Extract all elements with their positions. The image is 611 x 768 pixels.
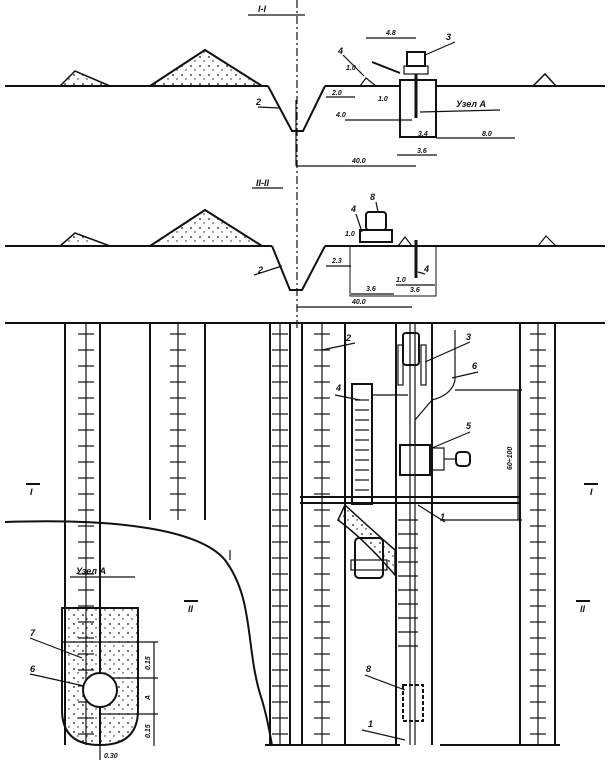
section-2: II-II 1.0 2.3 3.6 1.0 3.6 40.0 2 4 8 4 <box>5 0 605 330</box>
leader <box>424 41 456 56</box>
trench <box>271 245 326 291</box>
plan-label-3: 3 <box>466 332 471 342</box>
leader <box>253 265 283 276</box>
spoil-chute <box>337 503 396 578</box>
break-line <box>4 520 273 746</box>
leader <box>424 341 471 363</box>
dim-3-6: 3.6 <box>417 148 427 155</box>
dim-3-4: 3.4 <box>418 131 428 138</box>
spoil-mound <box>146 208 266 247</box>
mound-right <box>536 235 558 247</box>
spoil-strips <box>64 322 556 745</box>
mound-right <box>531 72 558 87</box>
section-1: I-I 4.8 1.0 2.0 1.0 4.0 3.4 3.6 8.0 40.0 <box>5 4 605 167</box>
machine-8-plan <box>402 684 424 722</box>
spoil-mound <box>146 48 266 87</box>
machine-3-plan <box>402 332 420 366</box>
section-1-title: I-I <box>258 4 266 14</box>
leader <box>342 54 365 77</box>
leader <box>361 729 406 741</box>
dim-60-100: 60÷100 <box>507 447 514 470</box>
track <box>397 344 404 386</box>
dim-1-0-b: 1.0 <box>378 96 388 103</box>
excavator-tracks <box>350 559 388 571</box>
dim-1-0: 1.0 <box>345 231 355 238</box>
dim-40-0: 40.0 <box>351 299 366 306</box>
section-mark-1-left: I <box>30 487 33 497</box>
label-2: 2 <box>255 97 261 107</box>
work-zone <box>349 245 437 297</box>
plan-label-8: 8 <box>366 664 371 674</box>
dim-8-0: 8.0 <box>482 131 492 138</box>
machine-base <box>403 65 429 75</box>
pipe-pile <box>396 236 414 247</box>
leader <box>355 213 363 233</box>
dim-1-0: 1.0 <box>346 65 356 72</box>
label-2: 2 <box>257 265 263 275</box>
dim-3-6-a: 3.6 <box>366 286 376 293</box>
dim-2-3: 2.3 <box>331 258 342 265</box>
leader <box>375 201 379 213</box>
section-mark-2-left: II <box>188 604 194 614</box>
label-3: 3 <box>446 32 451 42</box>
machine-base <box>359 229 393 243</box>
pit <box>399 79 437 138</box>
spoil-mound-small <box>57 232 111 247</box>
conveyor-4 <box>351 383 373 505</box>
leader <box>364 674 406 691</box>
leader <box>257 106 281 109</box>
pipe-segments <box>398 519 418 647</box>
leader <box>419 109 501 113</box>
dim-3-6-b: 3.6 <box>410 287 420 294</box>
node-a-title: Узел А <box>76 566 106 576</box>
label-8: 8 <box>370 192 375 202</box>
dim-1-0-b: 1.0 <box>396 277 406 284</box>
node-dim-1: 0.15 <box>145 656 152 670</box>
label-4: 4 <box>337 46 343 56</box>
boom <box>371 61 401 74</box>
node-dim-2: A <box>145 695 152 701</box>
spoil-mound-small <box>58 70 111 87</box>
section-mark-1-right: I <box>590 487 593 497</box>
machine-3 <box>406 51 426 67</box>
machine-5-motor <box>455 451 471 467</box>
leader <box>451 371 479 379</box>
label-4-left: 4 <box>350 204 356 214</box>
plan-label-6: 6 <box>472 361 478 371</box>
node-label-7: 7 <box>30 628 36 638</box>
dim-2-0: 2.0 <box>331 90 342 97</box>
leader <box>321 342 356 351</box>
plan-label-2: 2 <box>345 333 351 343</box>
label-4-right: 4 <box>423 264 429 274</box>
leader <box>29 673 85 687</box>
section-mark-2-right: II <box>580 604 586 614</box>
node-dim-3: 0.15 <box>145 724 152 738</box>
machine-8 <box>365 211 387 231</box>
node-a-detail: Узел А 0.15 A 0.15 0.30 7 6 <box>29 566 158 760</box>
leader <box>417 504 446 523</box>
conveyor-rungs <box>355 399 369 491</box>
excavator <box>354 537 384 579</box>
pipe-pile <box>358 77 378 87</box>
dim-4-0: 4.0 <box>335 112 346 119</box>
node-label-6: 6 <box>30 664 36 674</box>
plan-label-5: 5 <box>466 421 472 431</box>
dim-4-8: 4.8 <box>385 30 396 37</box>
plan-label-1b: 1 <box>368 719 373 729</box>
leader <box>431 431 471 449</box>
plan-view: 60÷100 2 3 6 4 5 1 8 1 I I II II <box>4 322 605 746</box>
section-2-title: II-II <box>256 178 269 188</box>
plan-label-1: 1 <box>440 512 445 522</box>
leader <box>334 394 361 401</box>
leader <box>29 637 83 659</box>
dim-40-0: 40.0 <box>351 158 366 165</box>
pipe-6-section <box>82 672 118 708</box>
node-a-ref: Узел А <box>456 99 486 109</box>
node-dim-4: 0.30 <box>104 753 118 760</box>
plan-label-4: 4 <box>335 383 341 393</box>
hose-6 <box>414 330 456 445</box>
leader <box>417 271 426 275</box>
track <box>420 344 427 386</box>
